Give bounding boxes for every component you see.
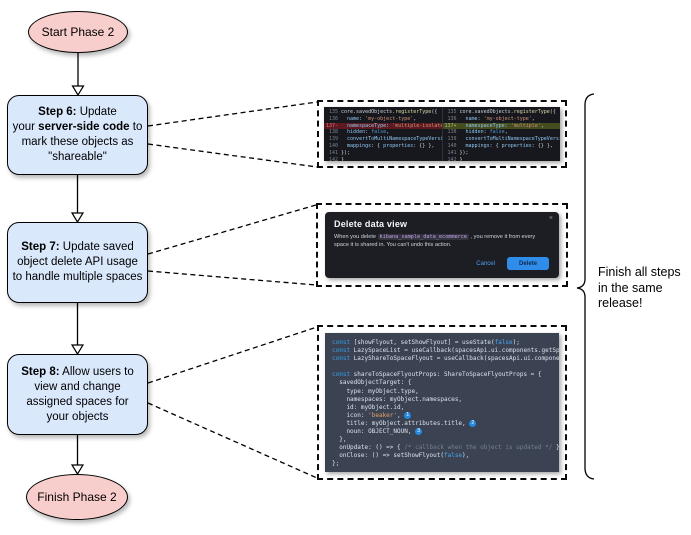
delete-button[interactable]: Delete (506, 257, 549, 270)
code-line: const shareToSpaceFlyoutProps: ShareToSp… (332, 371, 542, 379)
text-line: mark these objects as (21, 136, 134, 148)
code-line: const [showFlyout, setShowFlyout] = useS… (332, 339, 520, 346)
diff-line: 141}); (447, 149, 469, 156)
delete-data-view-dialog: × Delete data view When you delete kiban… (325, 212, 559, 278)
diff-line: 142} (328, 156, 345, 161)
code-line: title: myObject.attributes.title, 2 (332, 419, 552, 428)
callout-step7-bottom (147, 270, 317, 286)
close-icon[interactable]: × (548, 215, 553, 222)
callout-step6-bottom (147, 143, 318, 168)
arrowhead-icon (70, 212, 85, 224)
text-line: "shareable" (48, 151, 107, 163)
code-line: namespaces: myObject.namespaces, (332, 395, 463, 403)
callout-lines (147, 101, 318, 479)
text-line: Step 7: Update saved (21, 241, 134, 253)
step7-text: Step 7: Update saved object delete API us… (13, 240, 143, 285)
dialog-body-prefix: When you delete (334, 234, 378, 240)
diff-line: 136 name: 'my-object-type', (447, 115, 535, 122)
text-line: Step 8: Allow users to (21, 365, 134, 378)
code-line: id: myObject.id, (332, 403, 405, 411)
finish-node: Finish Phase 2 (26, 474, 128, 520)
arrowhead-icon (70, 464, 85, 476)
code-line: savedObjectTarget: { (332, 379, 412, 387)
screenshot-delete-dialog: × Delete data view When you delete kiban… (316, 203, 568, 287)
text-line: assigned spaces for (26, 395, 129, 408)
dialog-title: Delete data view (334, 219, 408, 229)
code-line: }; (332, 460, 340, 468)
text-line: your server-side code to (12, 121, 143, 133)
text-line: your objects (46, 410, 109, 423)
step6-text: Step 6: Update your server-side code to ma… (13, 105, 143, 165)
code-line: const LazyShareToSpaceFlyout = useCallba… (332, 355, 559, 363)
code-line (332, 363, 552, 371)
dialog-actions: Cancel Delete (476, 257, 549, 270)
curly-brace (576, 93, 595, 480)
start-node-label: Start Phase 2 (41, 25, 115, 39)
text-line: release! (598, 296, 643, 310)
code-line: noun: OBJECT_NOUN, 3 (332, 428, 552, 436)
text-line: view and change (34, 380, 121, 393)
step8-box: Step 8: Allow users to view and change ass… (7, 354, 148, 435)
code-line: onUpdate: () => { /* callback when the o… (332, 444, 559, 452)
code-snippet: const [showFlyout, setShowFlyout] = useS… (325, 333, 559, 472)
callout-step8-bottom (147, 402, 318, 479)
diff-line: 141}); (328, 149, 351, 156)
diff-line: 138 hidden: false, (447, 129, 508, 136)
text-line: Step 6: Update (38, 106, 117, 118)
diff-line: 136 name: 'my-object-type', (328, 115, 417, 122)
diff-line: 137+ namespaceType: 'multiple', (442, 122, 560, 130)
start-node: Start Phase 2 (28, 11, 128, 53)
code-line: }, (332, 436, 347, 444)
step7-box: Step 7: Update saved object delete API us… (7, 222, 148, 303)
step8-text: Step 8: Allow users to view and change ass… (21, 365, 134, 425)
code-line: type: myObject.type, (332, 387, 419, 395)
code-line: const LazySpaceList = useCallback(spaces… (332, 347, 559, 355)
callout-step6-top (147, 101, 318, 127)
diff-line: 142} (447, 156, 463, 161)
diff-line: 139 convertToMultiNamespaceTypeVersion: … (447, 136, 560, 143)
callout-step8-top (147, 326, 318, 384)
diff-line: 137- namespaceType: 'multiple-isolated', (324, 122, 442, 130)
diff-line: 140 mappings: { properties: {} }, (328, 142, 435, 149)
screenshot-code-snippet: const [showFlyout, setShowFlyout] = useS… (317, 325, 567, 480)
finish-node-label: Finish Phase 2 (37, 490, 117, 504)
dialog-body: When you delete kibana_sample_data_ecomm… (334, 234, 546, 249)
dialog-body-suffix: , you remove it from every space it is s… (334, 234, 536, 248)
arrowhead-icon (71, 85, 85, 97)
text-line: in the same (598, 280, 663, 295)
index-name-code-badge: kibana_sample_data_ecommerce (377, 234, 469, 240)
code-line: icon: 'beaker', 1 (332, 411, 552, 420)
text-line: Finish all steps (598, 265, 681, 279)
step6-box: Step 6: Update your server-side code to ma… (7, 95, 148, 175)
text-line: object delete API usage (17, 256, 138, 268)
code-line: onClose: () => setShowFlyout(false), (332, 452, 470, 460)
diff-line: 140 mappings: { properties: {} }, (447, 142, 553, 149)
arrowhead-icon (70, 344, 85, 356)
callout-step7-top (147, 204, 317, 255)
cancel-button[interactable]: Cancel (476, 260, 495, 267)
diff-line: 138 hidden: false, (328, 129, 390, 136)
diff-line: 139 convertToMultiNamespaceTypeVersion: … (328, 136, 442, 143)
text-line: to handle multiple spaces (12, 271, 143, 283)
